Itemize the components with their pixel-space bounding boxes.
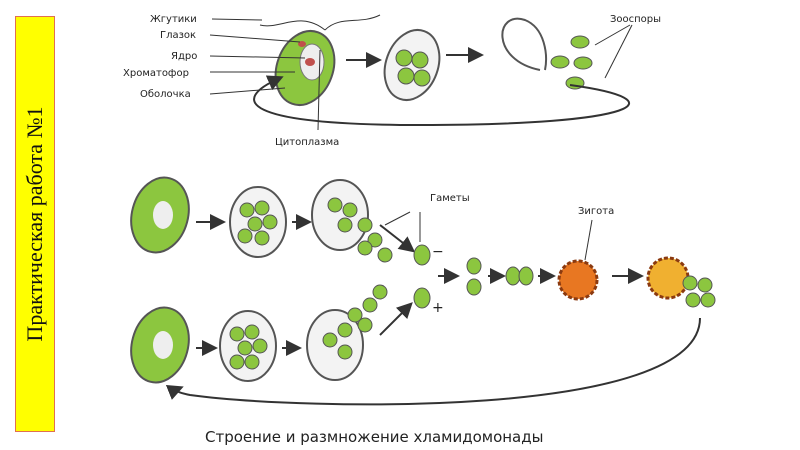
asexual-cycle-arrow — [253, 75, 631, 127]
label-chromatophore: Хроматофор — [123, 68, 189, 79]
label-zoospores: Зооспоры — [610, 14, 661, 25]
label-zygote: Зигота — [578, 206, 614, 217]
cell-structure — [259, 14, 381, 106]
label-nucleus: Ядро — [171, 51, 197, 62]
label-plus-gamete: + — [432, 300, 444, 316]
empty-membrane — [501, 17, 547, 71]
dividing-cell — [383, 29, 441, 101]
label-minus-gamete: − — [432, 244, 444, 260]
sexual-reproduction: Гаметы − + Зигота — [130, 176, 716, 406]
label-gametes: Гаметы — [430, 193, 470, 204]
diagram-caption: Строение и размножение хламидомонады — [205, 428, 543, 446]
label-membrane: Оболочка — [140, 89, 191, 100]
zoospores — [550, 35, 593, 90]
label-flagella: Жгутики — [150, 14, 197, 25]
slide-title-banner: Практическая работа №1 — [15, 16, 55, 432]
label-eyespot: Глазок — [160, 30, 196, 41]
label-cytoplasm: Цитоплазма — [275, 137, 339, 148]
zygote — [557, 259, 599, 301]
